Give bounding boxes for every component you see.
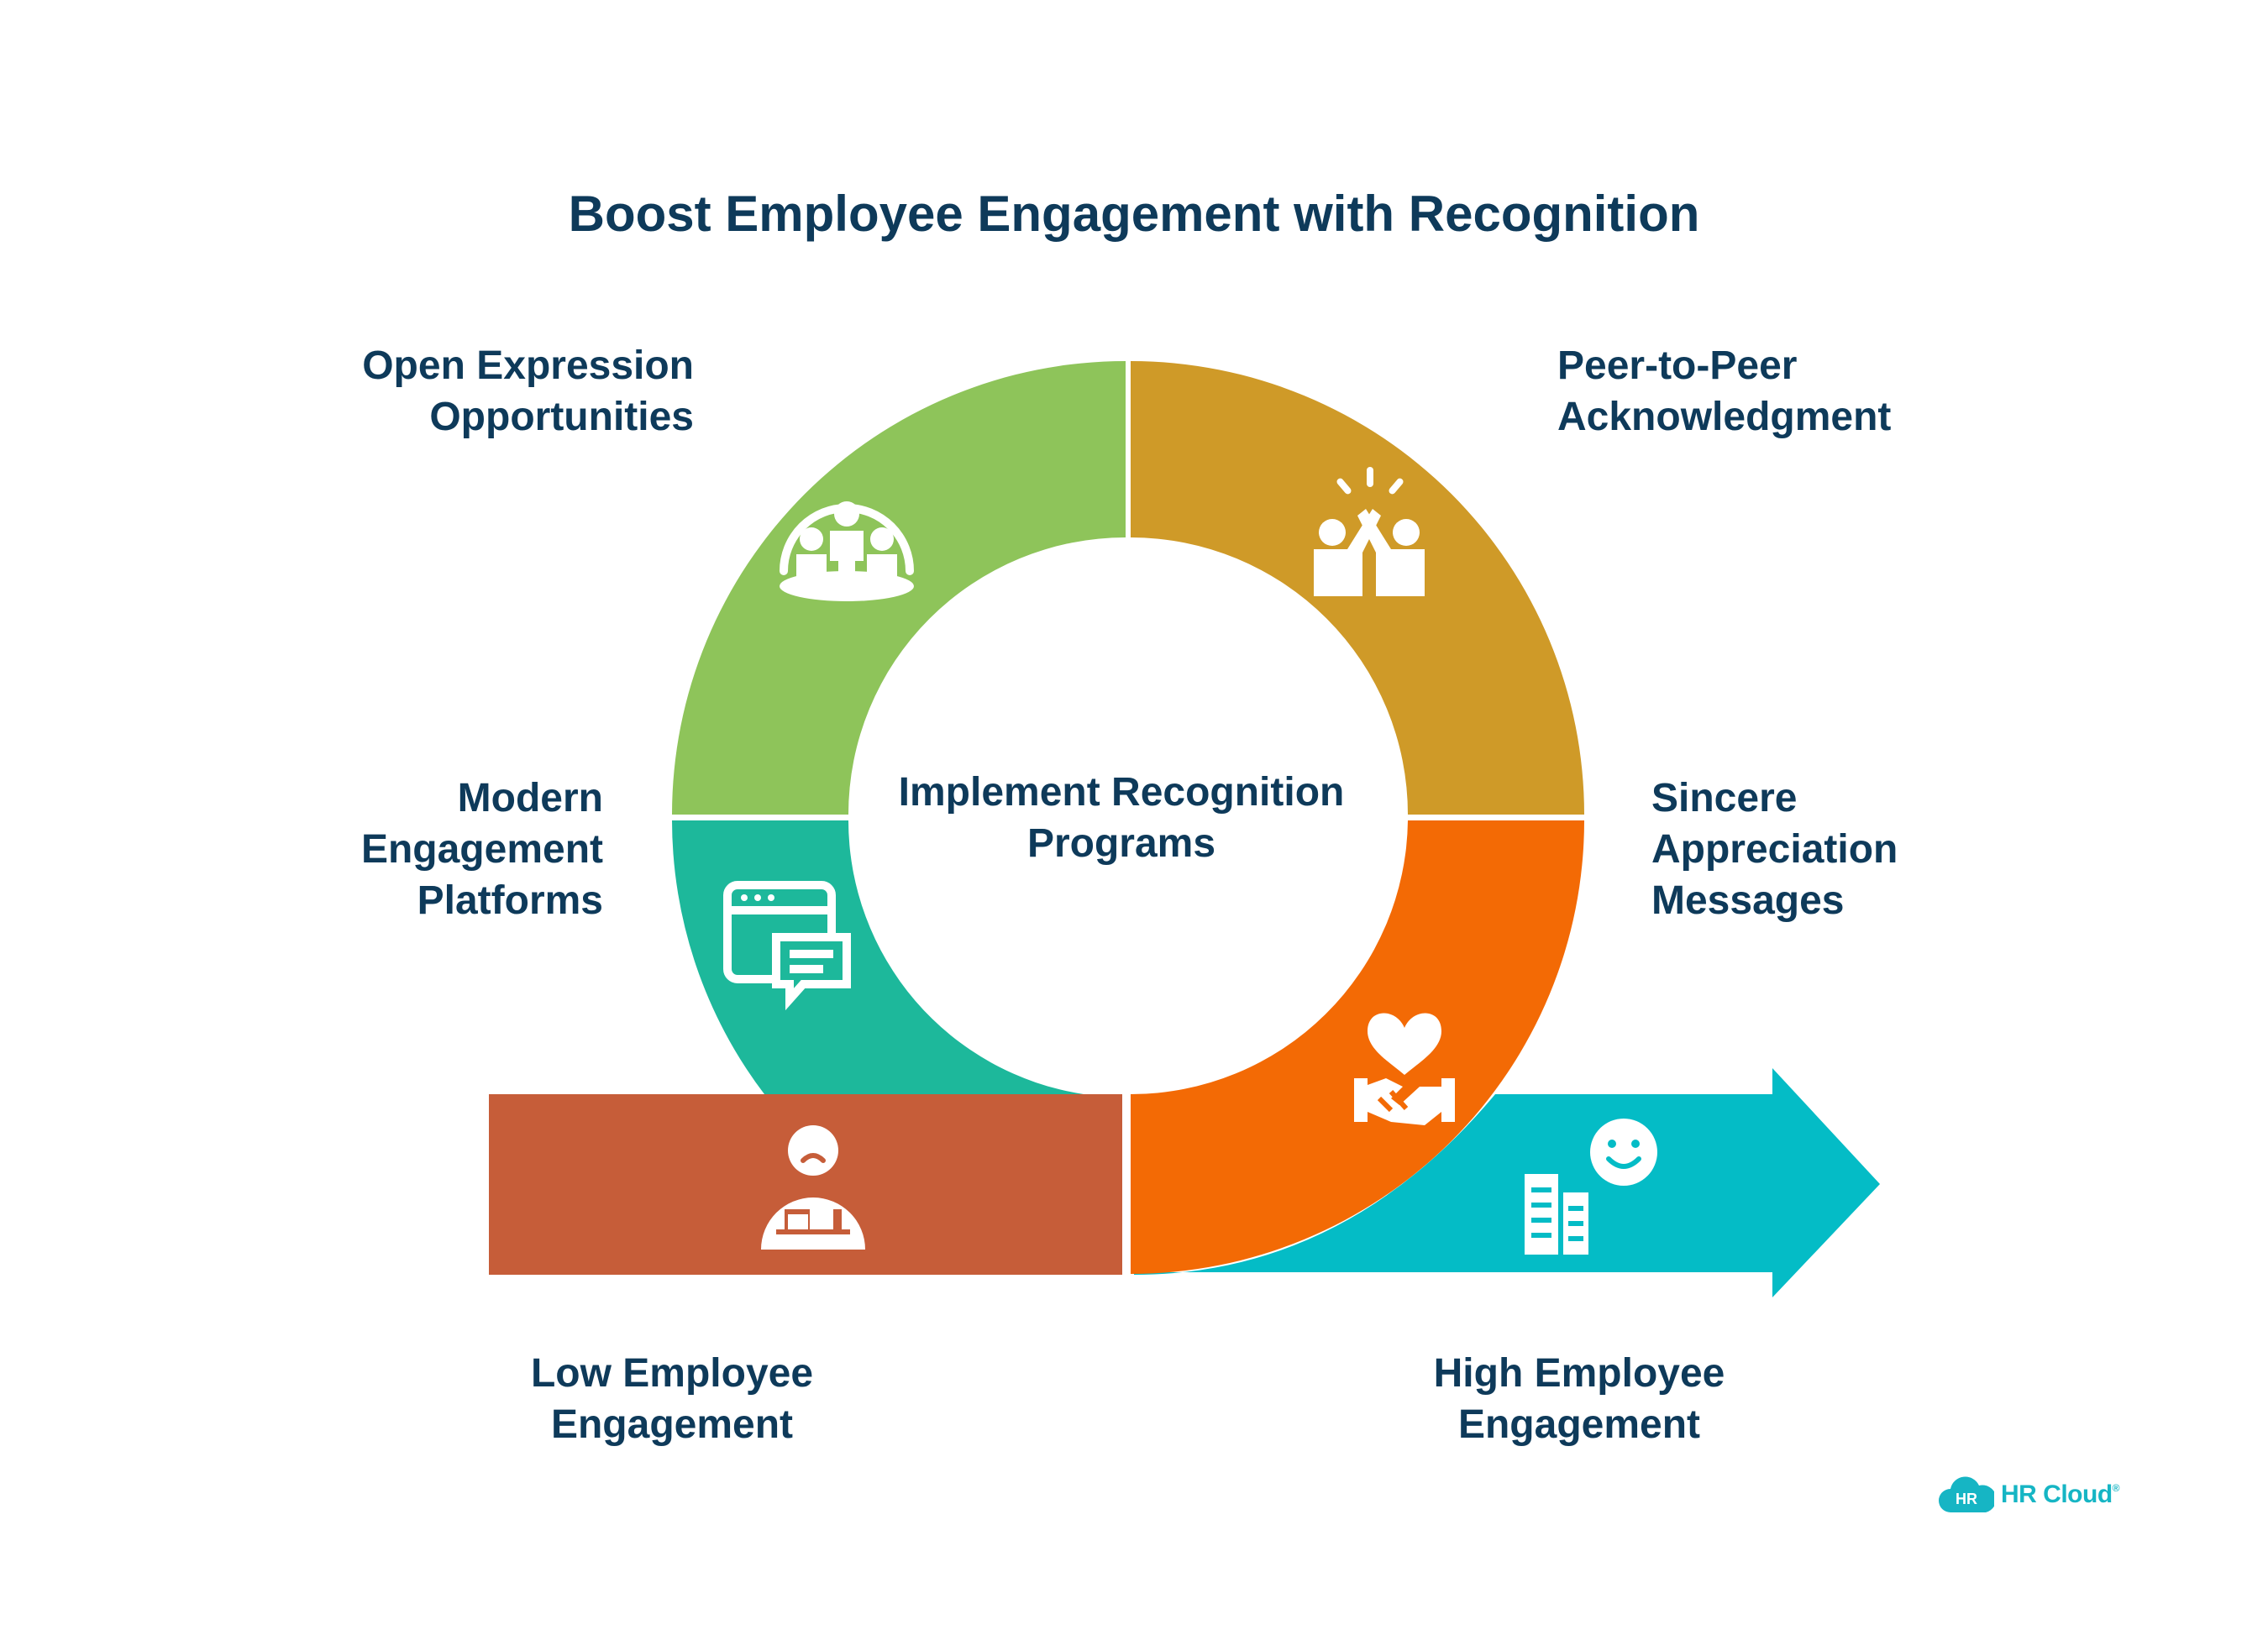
label-high-engagement: High Employee Engagement bbox=[1361, 1348, 1798, 1450]
label-line: Opportunities bbox=[429, 395, 694, 439]
logo-registered-mark: ® bbox=[2112, 1482, 2120, 1494]
label-sincere-appreciation: Sincere Appreciation Messages bbox=[1651, 773, 2004, 926]
label-line: Messages bbox=[1651, 878, 1845, 923]
label-low-engagement: Low Employee Engagement bbox=[454, 1348, 890, 1450]
happy-building-icon bbox=[1525, 1119, 1657, 1255]
label-line: Engagement bbox=[550, 1402, 794, 1447]
label-line: Platforms bbox=[417, 878, 603, 923]
label-line: Acknowledgment bbox=[1557, 395, 1892, 439]
segment-sincere-appreciation bbox=[1131, 820, 1584, 1274]
center-label: Implement Recognition Programs bbox=[869, 767, 1373, 869]
high-engagement-arrow bbox=[1134, 1068, 1880, 1297]
label-line: Modern bbox=[457, 776, 603, 820]
label-open-expression: Open Expression Opportunities bbox=[252, 340, 694, 443]
label-line: Low Employee bbox=[530, 1351, 814, 1396]
chat-window-icon bbox=[723, 881, 851, 1011]
group-dome-icon bbox=[780, 501, 914, 601]
diagram-title: Boost Employee Engagement with Recogniti… bbox=[568, 186, 1700, 242]
label-peer-to-peer: Peer-to-Peer Acknowledgment bbox=[1557, 340, 1977, 443]
label-line: Open Expression bbox=[362, 343, 694, 388]
logo-badge-text: HR bbox=[1956, 1491, 1977, 1507]
label-modern-engagement: Modern Engagement Platforms bbox=[252, 773, 603, 926]
logo-name: HR Cloud bbox=[2001, 1480, 2113, 1508]
center-label-line: Programs bbox=[1026, 821, 1216, 866]
label-line: Sincere bbox=[1651, 776, 1798, 820]
cloud-badge-icon: HR bbox=[1939, 1476, 1994, 1512]
label-line: Peer-to-Peer bbox=[1557, 343, 1798, 388]
label-line: Engagement bbox=[1457, 1402, 1701, 1447]
handshake-heart-icon bbox=[1354, 1013, 1455, 1125]
sad-worker-icon bbox=[761, 1125, 865, 1250]
high-five-icon bbox=[1314, 467, 1425, 596]
label-line: Appreciation bbox=[1651, 827, 1898, 872]
hr-cloud-logo: HR HR Cloud® bbox=[1939, 1475, 2120, 1514]
label-line: Engagement bbox=[360, 827, 603, 872]
label-line: High Employee bbox=[1433, 1351, 1725, 1396]
center-label-line: Implement Recognition bbox=[898, 770, 1345, 815]
